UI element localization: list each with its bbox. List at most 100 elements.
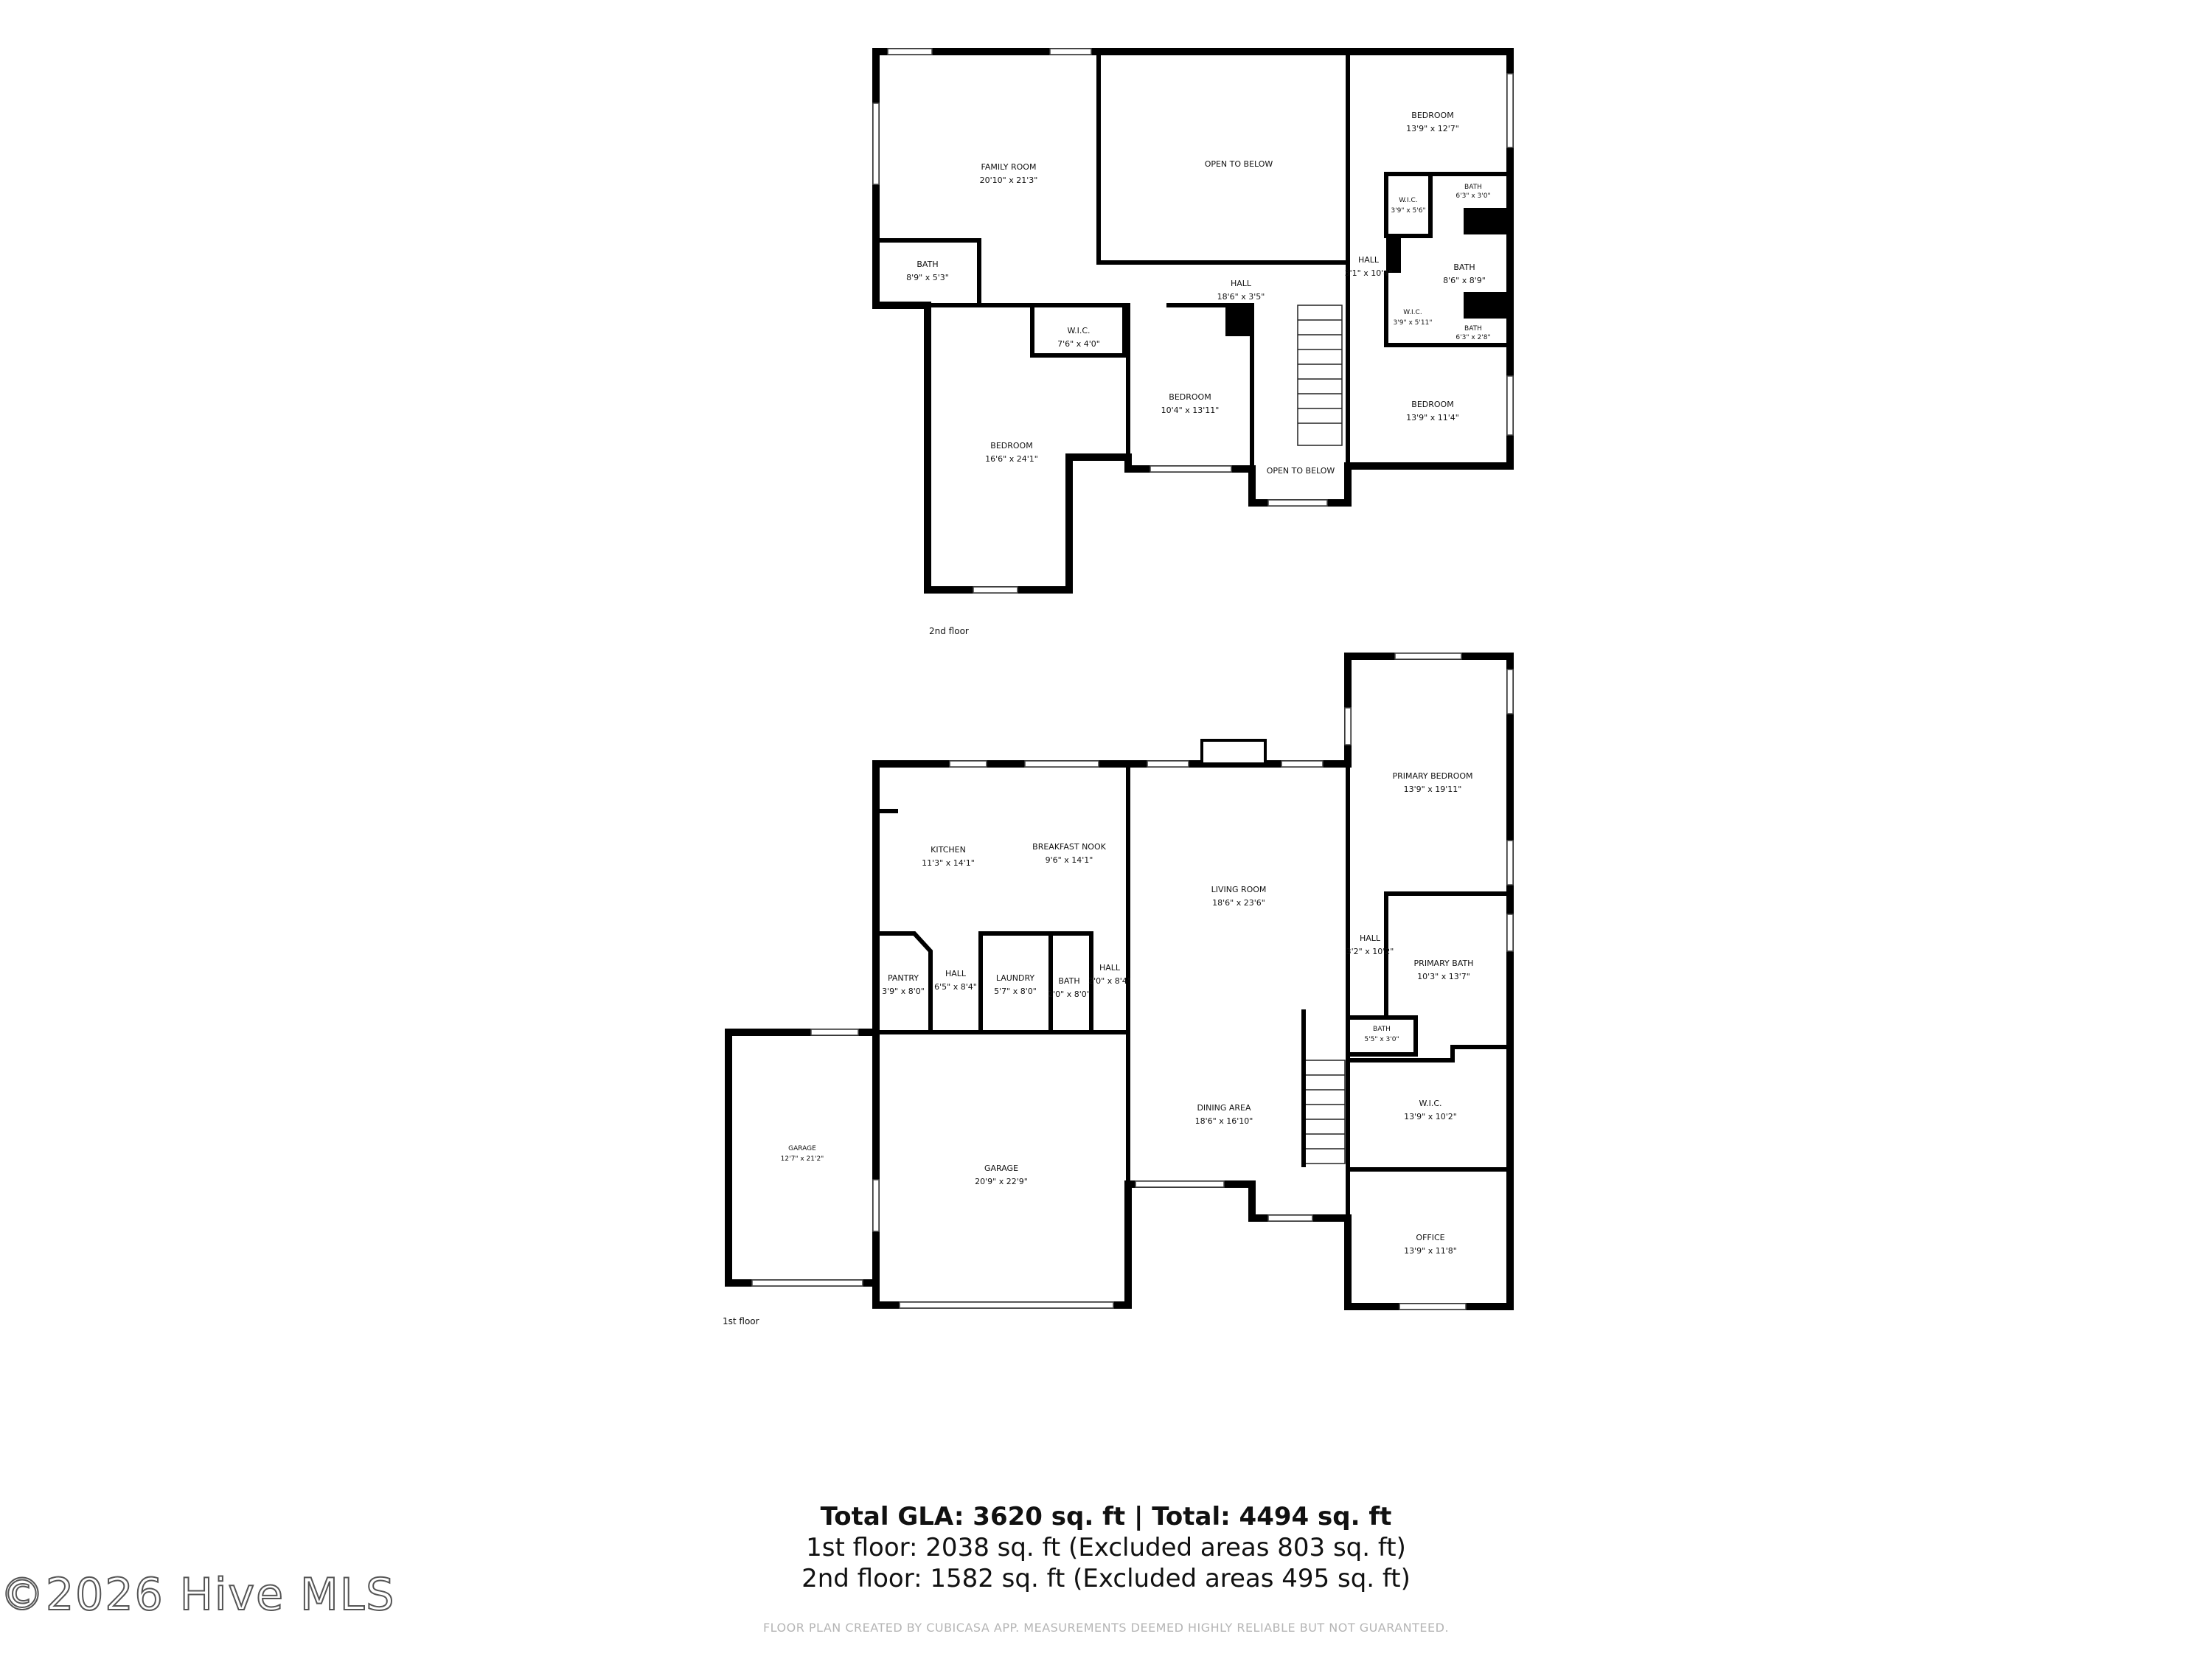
room-dims: 13'9" x 19'11" <box>1404 785 1462 794</box>
room-label: GARAGE <box>788 1145 816 1152</box>
area-summary: Total GLA: 3620 sq. ft | Total: 4494 sq.… <box>0 1501 2212 1594</box>
room-dims: 20'10" x 21'3" <box>980 175 1038 185</box>
window <box>1147 760 1189 768</box>
room-dims: 18'6" x 23'6" <box>1212 898 1265 908</box>
room-label: OPEN TO BELOW <box>1267 466 1335 476</box>
room-dims: 13'9" x 11'4" <box>1406 413 1459 422</box>
room-label: BATH <box>917 260 938 269</box>
room-label: W.I.C. <box>1067 326 1090 335</box>
window <box>1506 914 1514 952</box>
room-label: PANTRY <box>888 973 919 983</box>
room-dims: 10'4" x 13'11" <box>1161 406 1220 415</box>
room-label: BEDROOM <box>1411 400 1453 409</box>
room-dims: 13'9" x 10'2" <box>1404 1112 1457 1121</box>
room-dims: 6'3" x 2'8" <box>1455 334 1490 341</box>
window <box>872 102 880 185</box>
laundry-wall <box>978 931 1053 1034</box>
room-label: BATH <box>1373 1026 1391 1033</box>
room-label: FAMILY ROOM <box>981 162 1037 172</box>
wic-1st-top-wall <box>1346 1045 1512 1062</box>
second-floor-area: 2nd floor: 1582 sq. ft (Excluded areas 4… <box>801 1564 1411 1593</box>
room-dims: 2'0" x 8'0" <box>1048 990 1091 999</box>
room-dims: 9'6" x 14'1" <box>1046 855 1093 865</box>
first-floor-area: 1st floor: 2038 sq. ft (Excluded areas 8… <box>806 1533 1406 1562</box>
second-floor-plan: FAMILY ROOM 20'10" x 21'3" OPEN TO BELOW… <box>872 48 1514 636</box>
room-dims: 16'6" x 24'1" <box>985 454 1038 464</box>
window <box>1506 375 1514 436</box>
room-dims: 8'6" x 8'9" <box>1443 276 1486 285</box>
room-dims: 7'6" x 4'0" <box>1057 339 1100 349</box>
room-label: W.I.C. <box>1419 1099 1441 1108</box>
room-label: DINING AREA <box>1197 1103 1251 1113</box>
room-label: BEDROOM <box>1411 111 1453 120</box>
room-label: HALL <box>1231 279 1252 288</box>
window <box>1399 1303 1467 1310</box>
window <box>1506 73 1514 148</box>
room-dims: 5'7" x 8'0" <box>994 987 1037 996</box>
room-dims: 10'3" x 13'7" <box>1417 972 1470 981</box>
room-label: BEDROOM <box>990 441 1032 451</box>
floor-label: 1st floor <box>723 1316 759 1326</box>
disclaimer: FLOOR PLAN CREATED BY CUBICASA APP. MEAS… <box>762 1621 1450 1635</box>
bath-block-2 <box>1386 236 1401 273</box>
window <box>1150 465 1232 473</box>
room-dims: 18'6" x 3'5" <box>1217 292 1265 302</box>
window <box>1281 760 1324 768</box>
bath-block-1 <box>1464 208 1506 234</box>
total-area: Total GLA: 3620 sq. ft | Total: 4494 sq.… <box>820 1502 1392 1531</box>
window <box>1135 1180 1225 1188</box>
room-label: GARAGE <box>984 1164 1018 1173</box>
wic-top-wall <box>1384 172 1433 238</box>
room-dims: 11'3" x 14'1" <box>922 858 975 868</box>
window <box>1394 653 1462 660</box>
window <box>1267 1214 1313 1222</box>
room-label: HALL <box>945 969 967 978</box>
bath-block-3 <box>1464 292 1506 319</box>
window <box>810 1029 859 1036</box>
room-dims: 3'9" x 8'0" <box>882 987 925 996</box>
room-dims: 20'9" x 22'9" <box>975 1177 1028 1186</box>
wic-2nd-wall <box>1030 303 1127 358</box>
room-dims: 13'9" x 12'7" <box>1406 124 1459 133</box>
room-label: BATH <box>1453 262 1475 272</box>
room-dims: 6'5" x 8'4" <box>934 982 977 992</box>
window <box>751 1279 863 1287</box>
stairs-2nd <box>1297 305 1343 446</box>
bath-1st-wall <box>1048 931 1093 1034</box>
room-label: W.I.C. <box>1399 197 1417 204</box>
pantry-wall <box>874 931 933 1034</box>
window <box>887 48 933 55</box>
first-floor-exterior-wall <box>872 653 1514 1310</box>
fireplace <box>1200 739 1267 765</box>
room-label: W.I.C. <box>1403 309 1422 316</box>
first-floor-plan: PRIMARY BEDROOM 13'9" x 19'11" KITCHEN 1… <box>723 653 1514 1326</box>
window <box>949 760 987 768</box>
room-label: LAUNDRY <box>996 973 1035 983</box>
room-label: OFFICE <box>1416 1233 1444 1242</box>
room-dims: 3'9" x 5'11" <box>1394 319 1433 327</box>
stairs-1st <box>1303 1060 1346 1164</box>
window <box>872 1179 880 1232</box>
room-label: BATH <box>1464 325 1482 333</box>
room-label: BATH <box>1464 184 1482 191</box>
room-label: BATH <box>1058 976 1079 986</box>
room-label: PRIMARY BATH <box>1414 959 1474 968</box>
window <box>1267 499 1328 507</box>
room-label: LIVING ROOM <box>1211 885 1267 894</box>
window <box>1049 48 1092 55</box>
open-to-below-top-wall <box>1096 49 1350 265</box>
room-label: BEDROOM <box>1169 392 1211 402</box>
room-label: BREAKFAST NOOK <box>1032 842 1106 852</box>
bath-small-wall <box>1346 1015 1418 1057</box>
floor-label: 2nd floor <box>929 626 969 636</box>
room-dims: 5'5" x 3'0" <box>1364 1036 1399 1043</box>
room-label: HALL <box>1099 963 1121 973</box>
room-label: HALL <box>1360 933 1381 943</box>
room-dims: 3'2" x 10'2" <box>1346 947 1394 956</box>
window <box>1506 840 1514 886</box>
chimney-block-2nd <box>1225 305 1252 336</box>
watermark: ©2026 Hive MLS <box>0 1568 396 1621</box>
room-label: OPEN TO BELOW <box>1205 159 1273 169</box>
window <box>899 1301 1114 1309</box>
